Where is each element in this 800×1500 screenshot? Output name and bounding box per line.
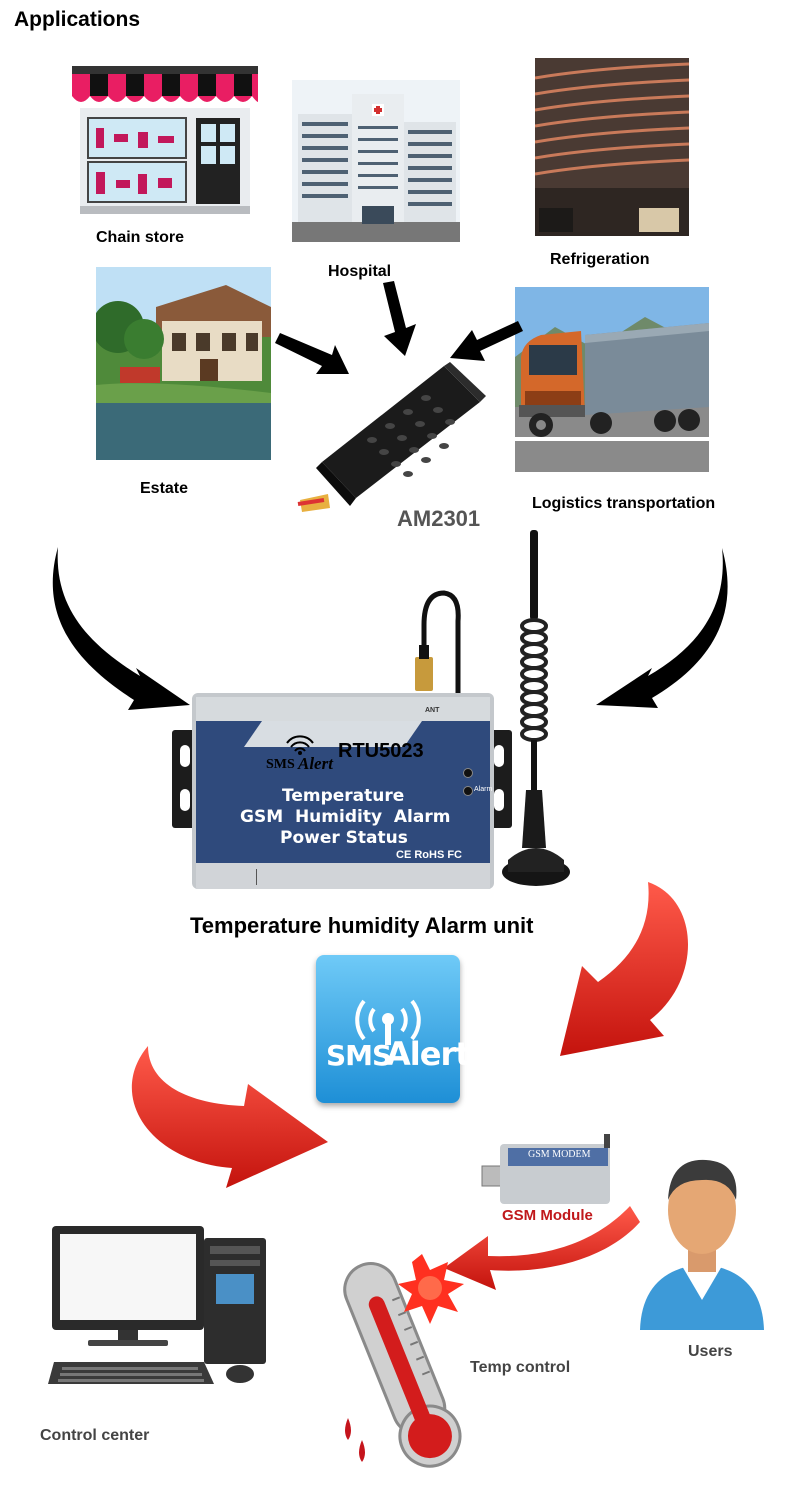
temp-control-label: Temp control [470, 1359, 571, 1376]
flow-arrows-top [52, 281, 728, 710]
gsm-modem-image: GSM MODEM [480, 1130, 620, 1210]
curved-arrow-icon [52, 547, 190, 710]
device-model-label: RTU5023 [338, 740, 424, 762]
device-ant-label: ANT [425, 707, 440, 714]
device-line-gsm-humidity-alarm: GSM Humidity Alarm [240, 807, 451, 827]
device-line-temperature: Temperature [282, 786, 405, 806]
red-arrow-left-icon [444, 1206, 640, 1290]
chain-store-image [72, 62, 258, 214]
refrigeration-image [535, 58, 689, 236]
arrow-down-icon [383, 281, 416, 356]
control-center-computer-image [48, 1222, 270, 1394]
users-label: Users [688, 1343, 733, 1360]
device-caption: Temperature humidity Alarm unit [190, 913, 534, 938]
device-line-power-status: Power Status [280, 828, 408, 848]
arrow-left-icon [450, 321, 523, 361]
refrigeration-label: Refrigeration [550, 251, 650, 268]
gsm-module-label: GSM Module [502, 1207, 593, 1224]
device-brand-alert: Alert [298, 754, 333, 773]
arrow-right-icon [275, 333, 349, 374]
control-center-label: Control center [40, 1427, 150, 1444]
sms-icon-text-alert: Alert [386, 1035, 471, 1073]
logistics-label: Logistics transportation [532, 495, 716, 512]
flow-arrows-bottom [131, 882, 689, 1290]
estate-label: Estate [140, 480, 189, 497]
chain-store-label: Chain store [96, 229, 185, 246]
am2301-sensor-image [292, 362, 490, 522]
sms-icon-text-sms: SMS [326, 1039, 392, 1072]
red-curved-arrow-icon [560, 882, 689, 1056]
hospital-image [292, 80, 460, 242]
red-curved-arrow-icon [131, 1046, 328, 1188]
am2301-label: AM2301 [397, 506, 481, 531]
device-brand-sms: SMS [266, 757, 295, 772]
hospital-label: Hospital [328, 263, 392, 280]
estate-image [96, 267, 271, 460]
device-wireless-icon [285, 735, 315, 755]
device-signal-led [463, 768, 473, 778]
page-title: Applications [14, 8, 141, 31]
wireless-icon [355, 999, 421, 1041]
sms-alert-icon: SMS Alert [316, 955, 471, 1103]
logistics-image [515, 287, 709, 472]
gsm-modem-device-label: GSM MODEM [528, 1149, 591, 1160]
device-alarm-led [463, 786, 473, 796]
magnetic-antenna-image [498, 530, 574, 900]
rtu5023-device [172, 585, 512, 895]
user-avatar-icon [636, 1150, 768, 1330]
thermometer-icon [330, 1250, 480, 1472]
device-cert-marks: CE RoHS FC [396, 849, 462, 861]
curved-arrow-icon [596, 548, 728, 708]
device-alarm-label: Alarm [474, 786, 493, 793]
